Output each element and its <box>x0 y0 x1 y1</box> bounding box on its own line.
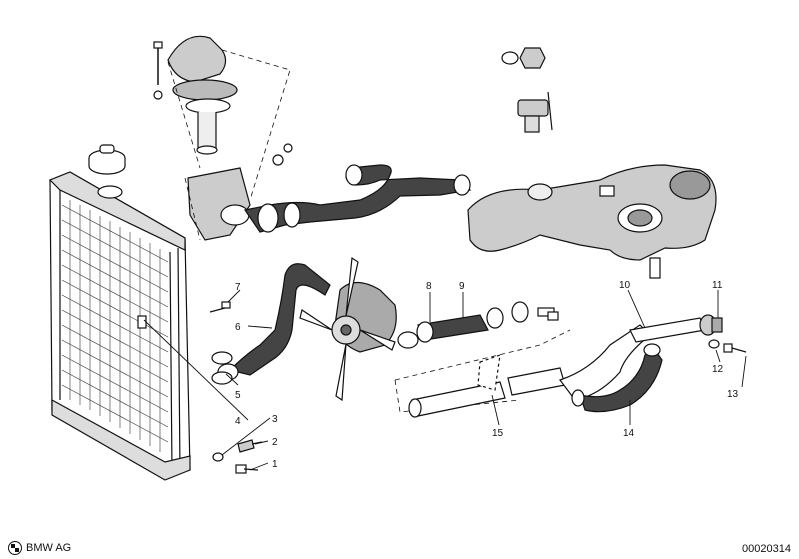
callout-14: 14 <box>623 428 635 439</box>
callout-2: 2 <box>272 437 278 448</box>
intake-manifold[interactable] <box>467 164 717 279</box>
upper-hose[interactable] <box>243 164 472 233</box>
bolt-7[interactable] <box>209 301 231 313</box>
bolt-1[interactable] <box>235 464 259 474</box>
assembly-outline-15 <box>394 329 571 413</box>
washer-3[interactable] <box>212 452 224 462</box>
heater-pipe[interactable] <box>408 354 566 418</box>
callout-8: 8 <box>426 281 432 292</box>
drawing-number: 00020314 <box>742 543 791 555</box>
callout-6: 6 <box>235 322 241 333</box>
leader-lines <box>143 289 747 471</box>
bolt-13[interactable] <box>723 343 747 353</box>
drain-cock-2[interactable] <box>237 439 263 453</box>
hose-clamp-upper[interactable] <box>272 143 293 166</box>
temperature-sensor[interactable] <box>501 47 553 133</box>
heater-hose[interactable] <box>559 324 663 413</box>
thermostat-housing[interactable] <box>153 35 251 241</box>
callout-7: 7 <box>235 282 241 293</box>
callout-15: 15 <box>492 428 504 439</box>
callout-1: 1 <box>272 459 278 470</box>
callout-10: 10 <box>619 280 631 291</box>
callout-13: 13 <box>727 389 739 400</box>
callout-12: 12 <box>712 364 724 375</box>
callout-3: 3 <box>272 414 278 425</box>
brand-label: BMW AG <box>26 542 72 554</box>
bmw-logo-icon <box>8 541 22 555</box>
radiator[interactable] <box>48 171 191 481</box>
footer-brand: BMW AG <box>8 541 71 555</box>
assembly-outline <box>167 49 291 241</box>
callout-11: 11 <box>712 280 723 291</box>
radiator-cap[interactable] <box>88 144 126 175</box>
callout-5: 5 <box>235 390 241 401</box>
bypass-hose[interactable] <box>416 301 555 343</box>
callout-4: 4 <box>235 416 241 427</box>
fitting-near-manifold[interactable] <box>547 311 559 321</box>
return-pipe[interactable] <box>629 314 723 343</box>
clamp-12[interactable] <box>708 339 720 349</box>
callout-9: 9 <box>459 281 465 292</box>
water-pump-fan[interactable] <box>299 256 419 402</box>
